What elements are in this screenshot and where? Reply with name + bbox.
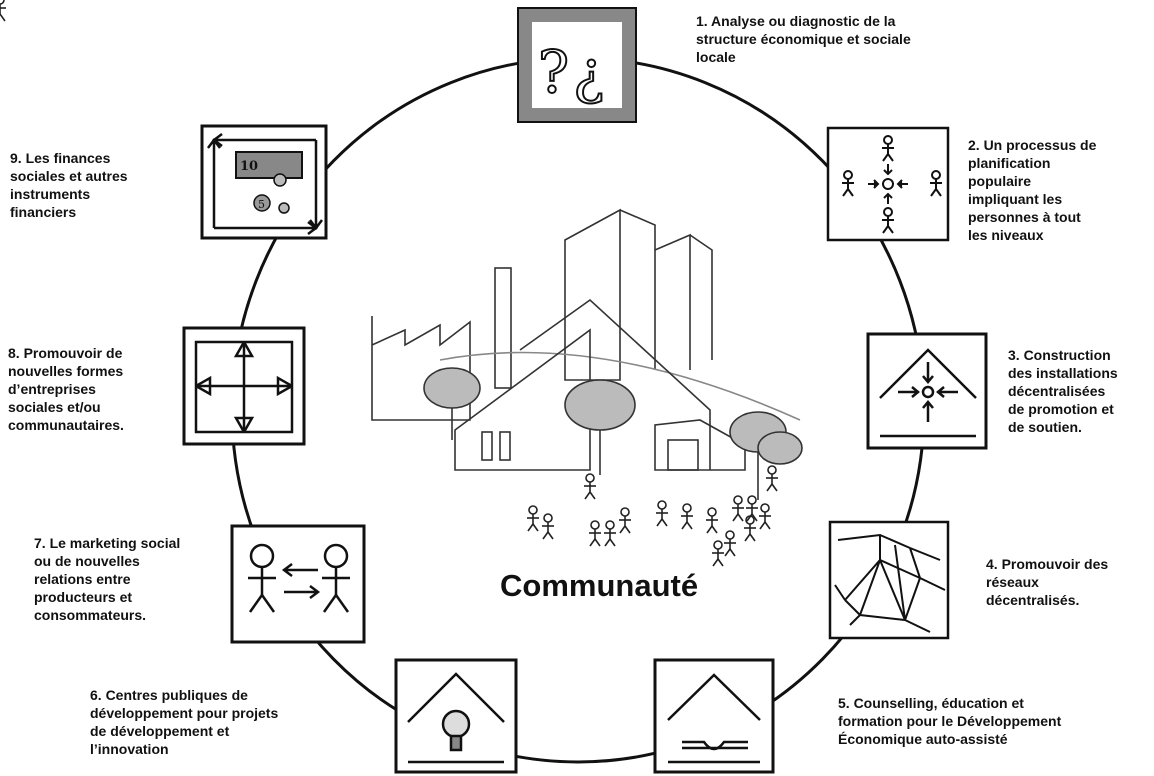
step-6-label: 6. Centres publiques de développement po… xyxy=(90,687,279,757)
box-2-planning-icon xyxy=(826,126,950,242)
box-1-question-icon: ?¿ xyxy=(517,7,637,123)
factory-icon xyxy=(371,316,471,421)
box-4-network-icon xyxy=(828,520,950,640)
people-group xyxy=(0,0,779,567)
box-5-education-icon xyxy=(653,658,775,774)
step-7-label: 7. Le marketing social ou de nouvelles r… xyxy=(34,535,181,623)
box1-glyphs: ?¿ xyxy=(538,38,608,106)
step-1-label: 1. Analyse ou diagnostic de la structure… xyxy=(696,13,911,65)
community-illustration xyxy=(371,208,803,500)
box-3-construction-icon xyxy=(866,332,988,450)
svg-text:10: 10 xyxy=(240,159,258,174)
step-3-label: 3. Construction des installations décent… xyxy=(1008,347,1118,435)
community-title: Communauté xyxy=(500,568,699,603)
box-6-innovation-icon xyxy=(394,658,518,774)
svg-text:5: 5 xyxy=(258,198,265,211)
box-8-enterprise-icon xyxy=(182,326,306,446)
step-8-label: 8. Promouvoir de nouvelles formes d’entr… xyxy=(8,345,124,433)
tree-icon xyxy=(757,431,803,465)
box-9-finance-icon: 10 5 xyxy=(200,124,328,240)
chimney-icon xyxy=(494,267,512,389)
skyscraper-icon xyxy=(564,208,621,381)
step-9-label: 9. Les finances sociales et autres instr… xyxy=(10,150,128,220)
step-4-label: 4. Promouvoir des réseaux décentralisés. xyxy=(986,556,1109,608)
tree-icon xyxy=(423,367,481,409)
box-7-marketing-icon xyxy=(230,524,366,644)
house-icon xyxy=(454,328,591,471)
step-5-label: 5. Counselling, éducation et formation p… xyxy=(838,695,1062,747)
tree-icon xyxy=(564,379,636,431)
step-2-label: 2. Un processus de planification populai… xyxy=(968,137,1097,243)
